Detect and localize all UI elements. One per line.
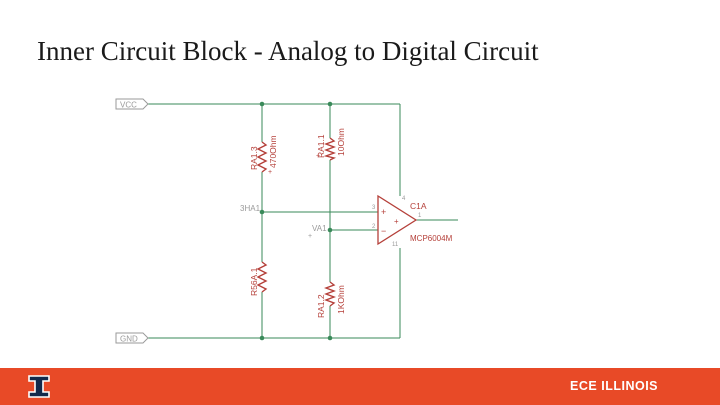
junctions — [259, 101, 333, 341]
resistor-zigzag-icon — [324, 281, 336, 307]
gnd-port: GND — [115, 332, 149, 344]
ra1-2-name: RA1.2 — [316, 294, 326, 318]
junction-dot — [259, 209, 265, 215]
port-flag-icon — [115, 98, 149, 110]
resistor-r56a-1 — [256, 261, 268, 293]
opamp-pin-2: 2 — [372, 224, 376, 230]
vcc-label: VCC — [120, 101, 137, 110]
ra1-1-value: 10Ohm — [336, 128, 346, 156]
illinois-block-i-icon — [28, 375, 50, 398]
opamp-plus-sign: + — [381, 207, 386, 217]
opamp-pin-11: 11 — [392, 242, 399, 248]
wires — [148, 103, 458, 339]
junction-dot — [259, 101, 265, 107]
footer-brand: ECE ILLINOIS — [570, 379, 658, 393]
resistor-ra1-3 — [256, 141, 268, 173]
circuit-schematic: VCC GND RA1.3 470Ohm + RA1.1 10Ohm + R56… — [115, 98, 458, 344]
ra1-3-name: RA1.3 — [249, 146, 259, 170]
gnd-label: GND — [120, 335, 138, 344]
ra1-1-name: RA1.1 — [316, 134, 326, 158]
net-label-va1: VA1 — [312, 224, 327, 233]
opamp-minus-sign: − — [381, 226, 386, 236]
opamp-center-plus: + — [394, 217, 399, 226]
opamp-name: C1A — [410, 201, 427, 211]
resistor-zigzag-icon — [256, 261, 268, 293]
resistor-zigzag-icon — [323, 137, 337, 161]
junction-dot — [327, 101, 333, 107]
opamp-pin-1: 1 — [418, 213, 422, 219]
opamp-triangle-icon — [377, 194, 418, 246]
r56a-1-name: R56A.1 — [249, 267, 259, 296]
opamp-pin-3: 3 — [372, 205, 376, 211]
slide-title: Inner Circuit Block - Analog to Digital … — [37, 36, 539, 66]
junction-dot — [259, 335, 265, 341]
ra1-3-pin: + — [268, 169, 272, 176]
footer-bar: ECE ILLINOIS — [0, 368, 720, 405]
resistor-ra1-1 — [323, 137, 337, 161]
opamp-c1a: + − + 3 2 1 11 4 C1A MCP6004M — [372, 194, 453, 248]
resistor-ra1-2 — [324, 281, 336, 307]
port-flag-icon — [115, 332, 149, 344]
opamp-pin-4: 4 — [402, 196, 406, 202]
net-label-va1-pin: + — [308, 233, 312, 240]
resistor-zigzag-icon — [256, 141, 268, 173]
net-label-3ha1: 3HA1 — [240, 204, 261, 213]
ra1-3-value: 470Ohm — [268, 135, 278, 168]
ra1-2-value: 1KOhm — [336, 285, 346, 314]
junction-dot — [327, 335, 333, 341]
vcc-port: VCC — [115, 98, 149, 110]
junction-dot — [327, 227, 333, 233]
opamp-part: MCP6004M — [410, 234, 453, 243]
ra1-1-pin: + — [316, 153, 320, 160]
